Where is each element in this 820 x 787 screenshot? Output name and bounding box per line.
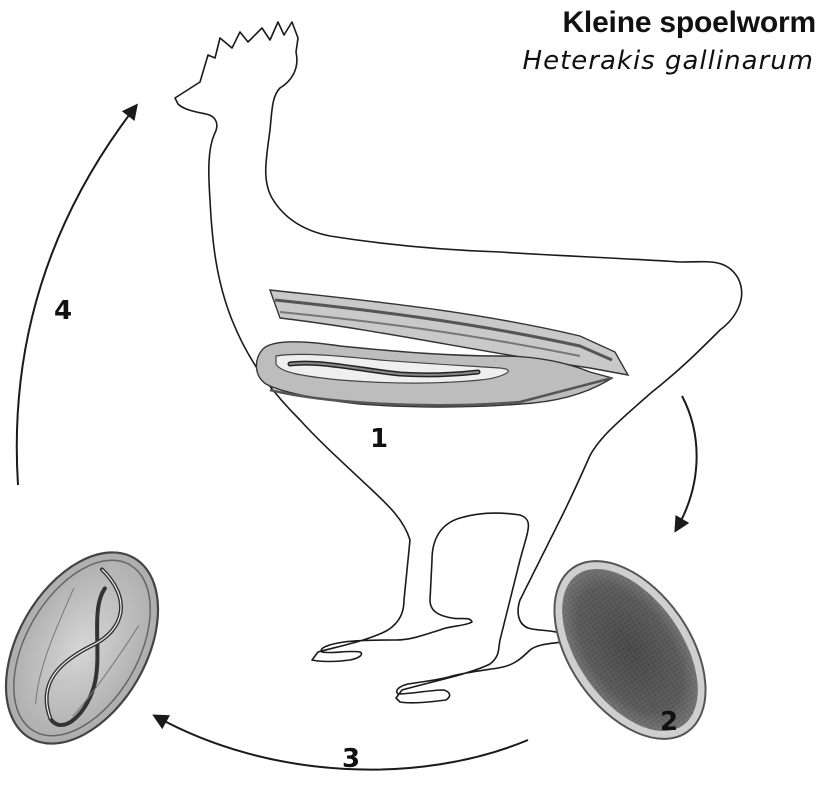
arrow-stage-1-to-2 (676, 396, 697, 530)
egg-unembryonated (523, 534, 736, 767)
page-title: Kleine spoelworm (562, 6, 816, 40)
stage-label-2: 2 (660, 707, 678, 737)
stage-label-1: 1 (370, 424, 388, 454)
egg-embryonated (0, 526, 189, 770)
intestine-with-worm (256, 290, 628, 407)
arrow-stage-3-to-4 (17, 106, 136, 485)
stage-label-3: 3 (342, 744, 360, 774)
page-subtitle: Heterakis gallinarum (523, 46, 814, 76)
stage-label-4: 4 (54, 296, 72, 326)
